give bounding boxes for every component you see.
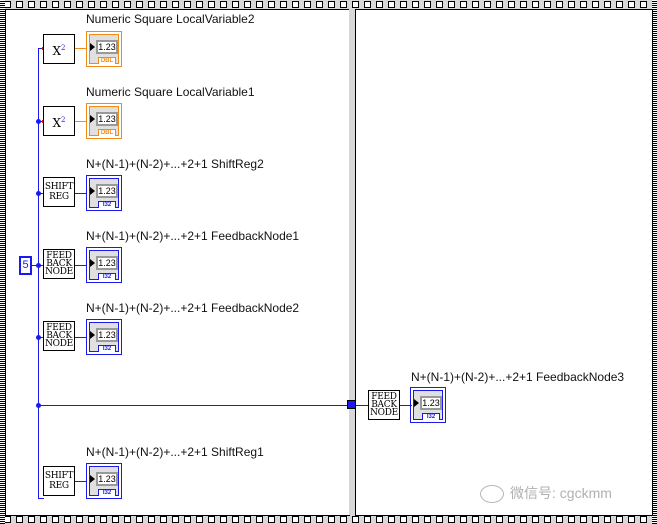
numeric-constant[interactable]: 5 xyxy=(19,256,32,275)
indicator-label: N+(N-1)+(N-2)+...+2+1 FeedbackNode2 xyxy=(86,301,300,315)
frame-left-border xyxy=(0,0,5,524)
int-wire[interactable] xyxy=(400,405,412,406)
int-wire-lv1[interactable] xyxy=(38,121,44,122)
wechat-icon xyxy=(480,485,504,504)
int-wire-bottom-stub[interactable] xyxy=(38,498,44,499)
frame-right-border xyxy=(652,0,657,524)
wire-junction xyxy=(36,403,41,408)
wire-junction xyxy=(36,119,41,124)
indicator-label: N+(N-1)+(N-2)+...+2+1 FeedbackNode3 xyxy=(411,370,625,384)
indicator-label: N+(N-1)+(N-2)+...+2+1 ShiftReg2 xyxy=(86,157,264,171)
dbl-wire[interactable] xyxy=(75,121,87,122)
sequence-tunnel[interactable] xyxy=(347,400,356,409)
indicator-label: Numeric Square LocalVariable2 xyxy=(86,12,255,26)
int-wire-fb2[interactable] xyxy=(38,337,44,338)
wire-junction xyxy=(36,335,41,340)
wire-junction xyxy=(36,191,41,196)
int-wire[interactable] xyxy=(75,265,87,266)
dbl-wire[interactable] xyxy=(75,48,87,49)
frame-top-border xyxy=(0,0,657,9)
indicator-label: N+(N-1)+(N-2)+...+2+1 ShiftReg1 xyxy=(86,445,264,459)
frame-pane-2 xyxy=(355,9,653,516)
square-function-node[interactable]: X2 xyxy=(43,34,75,64)
frame-bottom-border xyxy=(0,515,657,524)
int-wire-from-tunnel[interactable] xyxy=(356,405,368,406)
int-wire[interactable] xyxy=(75,481,87,482)
int-wire[interactable] xyxy=(75,337,87,338)
int-wire-to-tunnel[interactable] xyxy=(38,405,348,406)
indicator-label: Numeric Square LocalVariable1 xyxy=(86,85,255,99)
indicator-label: N+(N-1)+(N-2)+...+2+1 FeedbackNode1 xyxy=(86,229,300,243)
int-wire-top-stub[interactable] xyxy=(38,48,44,49)
frame-divider xyxy=(349,9,354,515)
int-wire-sr2[interactable] xyxy=(38,193,44,194)
wire-junction xyxy=(36,263,41,268)
watermark: 微信号: cgckmm xyxy=(480,483,612,504)
square-function-node[interactable]: X2 xyxy=(43,106,75,136)
int-wire-trunk[interactable] xyxy=(38,48,39,498)
int-wire[interactable] xyxy=(75,193,87,194)
